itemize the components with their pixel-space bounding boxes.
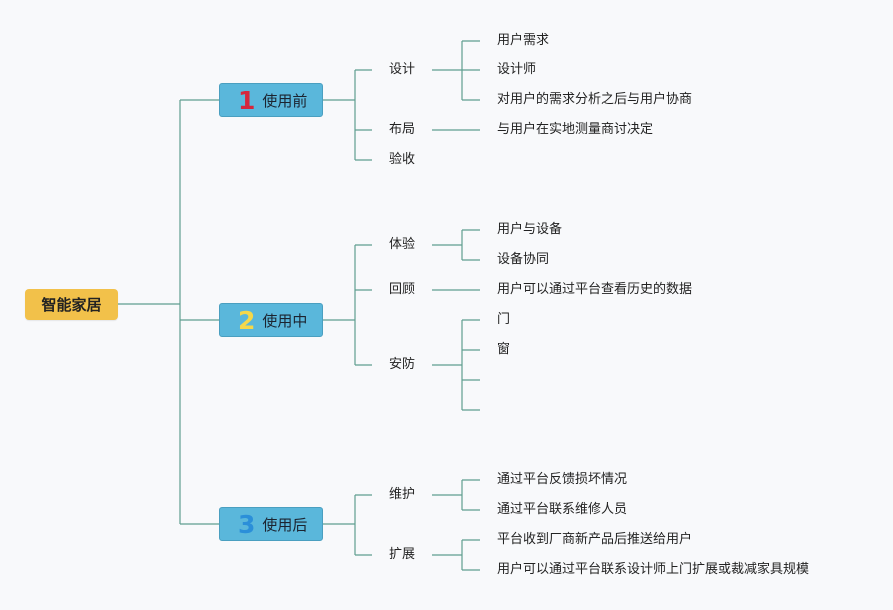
topic-expansion[interactable]: 扩展 xyxy=(389,547,416,562)
leaf-item[interactable]: 用户需求 xyxy=(497,33,550,48)
topic-maintenance[interactable]: 维护 xyxy=(389,487,416,502)
phase-label: 使用前 xyxy=(262,91,308,110)
leaf-item[interactable]: 窗 xyxy=(497,342,511,357)
topic-acceptance[interactable]: 验收 xyxy=(389,152,416,167)
topic-layout[interactable]: 布局 xyxy=(389,122,416,137)
leaf-item[interactable]: 通过平台联系维修人员 xyxy=(497,502,628,517)
root-node[interactable]: 智能家居 xyxy=(25,289,118,320)
root-label: 智能家居 xyxy=(41,296,102,314)
phase-node-after-use[interactable]: 3 使用后 xyxy=(219,507,323,541)
phase-number: 1 xyxy=(238,85,256,115)
topic-design[interactable]: 设计 xyxy=(389,62,416,77)
phase-number: 2 xyxy=(238,305,256,335)
leaf-item[interactable]: 与用户在实地测量商讨决定 xyxy=(497,122,654,137)
leaf-item[interactable]: 用户与设备 xyxy=(497,222,563,237)
phase-label: 使用中 xyxy=(262,311,308,330)
leaf-item[interactable]: 门 xyxy=(497,312,511,327)
topic-security[interactable]: 安防 xyxy=(389,357,416,372)
leaf-item[interactable]: 对用户的需求分析之后与用户协商 xyxy=(497,92,693,107)
topic-experience[interactable]: 体验 xyxy=(389,237,416,252)
leaf-item[interactable]: 通过平台反馈损坏情况 xyxy=(497,472,628,487)
leaf-item[interactable]: 设计师 xyxy=(497,62,537,77)
leaf-item[interactable]: 用户可以通过平台联系设计师上门扩展或裁减家具规模 xyxy=(497,562,810,577)
phase-label: 使用后 xyxy=(262,515,308,534)
topic-review[interactable]: 回顾 xyxy=(389,282,416,297)
leaf-item[interactable]: 设备协同 xyxy=(497,252,550,267)
phase-node-before-use[interactable]: 1 使用前 xyxy=(219,83,323,117)
leaf-item[interactable]: 用户可以通过平台查看历史的数据 xyxy=(497,282,693,297)
leaf-item[interactable]: 平台收到厂商新产品后推送给用户 xyxy=(497,532,693,547)
phase-node-in-use[interactable]: 2 使用中 xyxy=(219,303,323,337)
phase-number: 3 xyxy=(238,509,256,539)
